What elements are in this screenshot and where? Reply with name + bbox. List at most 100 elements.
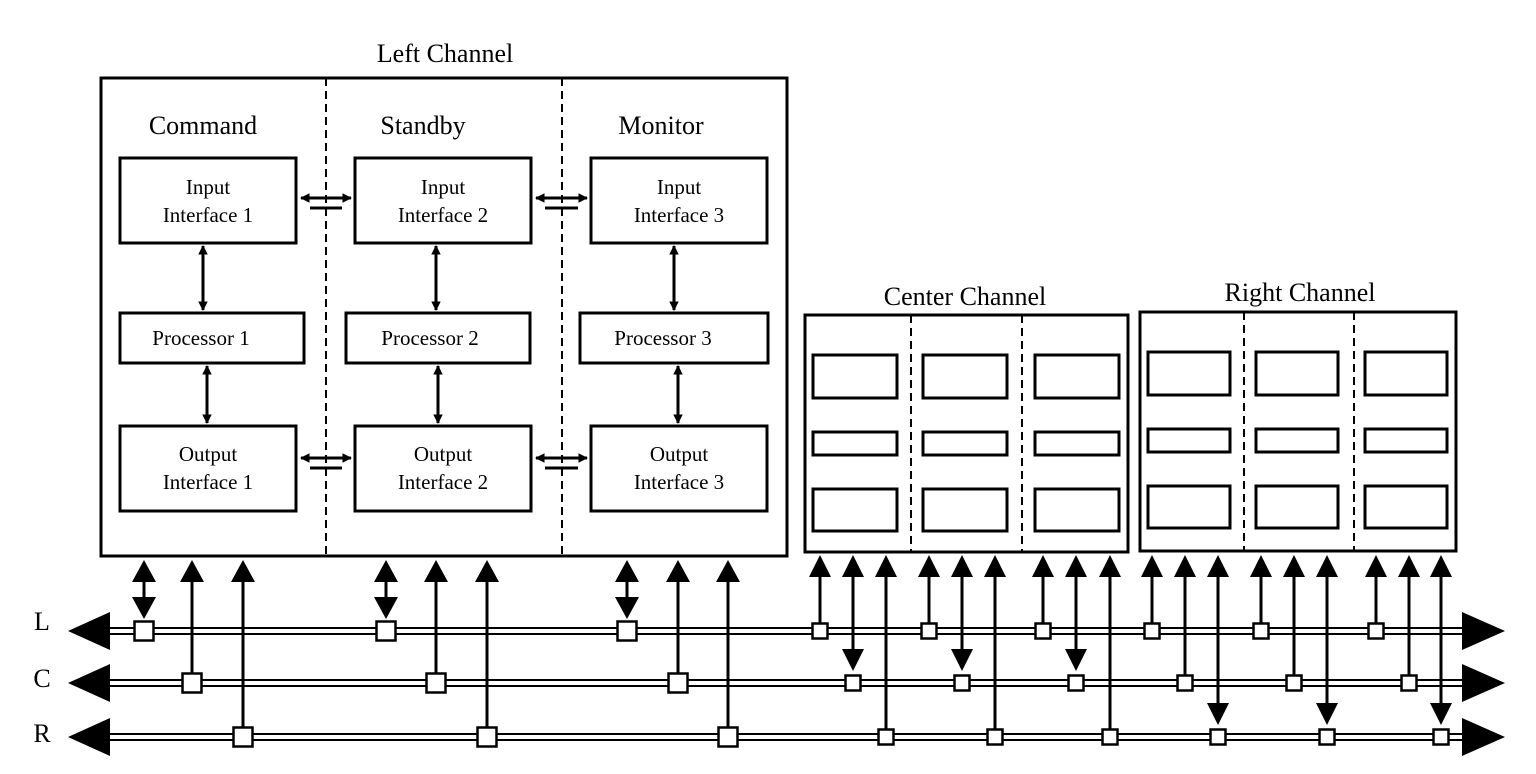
bidirectional-bus-link <box>132 560 156 619</box>
bus-receive-link <box>918 555 940 631</box>
processor-label: Processor 2 <box>381 326 478 350</box>
bus-tap <box>1400 674 1418 692</box>
bus-arrowhead-left <box>68 612 110 650</box>
bus-label-r: R <box>33 719 51 748</box>
bus-arrowhead-left <box>68 718 110 756</box>
processor-box <box>344 311 532 365</box>
bus-tap <box>1209 728 1227 746</box>
bus-tap <box>1067 674 1085 692</box>
processor-box <box>1146 427 1232 454</box>
output-interface-label: Output <box>650 442 709 466</box>
output-interface-box <box>118 424 298 513</box>
cross-lane-link <box>535 453 588 470</box>
bus-receive-link <box>1141 555 1163 631</box>
output-interface-label: Interface 3 <box>634 470 724 494</box>
bus-receive-link <box>809 555 831 631</box>
bus-taps <box>133 620 1450 748</box>
bus-arrowhead-right <box>1462 612 1505 650</box>
cross-lane-link <box>300 453 352 470</box>
input-interface-label: Interface 2 <box>398 203 488 227</box>
input-interface-label: Input <box>421 175 465 199</box>
bus-l <box>68 612 1505 650</box>
bus-tap <box>1176 674 1194 692</box>
output-interface-box <box>589 424 769 513</box>
bus-tap <box>181 672 203 694</box>
column-heading-standby: Standby <box>380 111 465 140</box>
bidirectional-bus-link <box>615 560 639 619</box>
bus-tap <box>667 672 689 694</box>
bus-transmit-link <box>951 555 973 671</box>
bus-transmit-link <box>1430 555 1452 725</box>
processor-box <box>1363 427 1449 454</box>
output-interface-label: Interface 2 <box>398 470 488 494</box>
output-interface-box <box>921 487 1009 533</box>
bus-connections <box>132 555 1452 737</box>
output-interface-label: Interface 1 <box>163 470 253 494</box>
bus-label-c: C <box>33 664 50 693</box>
processor-box <box>118 311 306 365</box>
center-channel-frame <box>803 313 1130 554</box>
bus-tap <box>953 674 971 692</box>
bus-receive-link <box>1365 555 1387 631</box>
output-interface-box <box>1033 487 1121 533</box>
input-interface-box <box>811 353 899 400</box>
bus-tap <box>476 726 498 748</box>
processor-box <box>1254 427 1340 454</box>
bus-tap <box>232 726 254 748</box>
bus-tap <box>1285 674 1303 692</box>
left-channel-frame <box>99 76 789 558</box>
input-interface-box <box>118 156 298 245</box>
bidirectional-bus-link <box>374 560 398 619</box>
bus-receive-link <box>1283 555 1305 683</box>
bus-receive-link <box>1032 555 1054 631</box>
input-interface-box <box>1033 353 1121 400</box>
processor-box <box>1033 430 1121 457</box>
bus-label-l: L <box>34 607 50 636</box>
data-buses <box>68 612 1505 756</box>
column-heading-monitor: Monitor <box>618 111 704 140</box>
center-channel-title: Center Channel <box>884 282 1046 311</box>
bus-tap <box>1432 728 1450 746</box>
processor-box <box>921 430 1009 457</box>
input-interface-label: Input <box>657 175 701 199</box>
bus-tap <box>844 674 862 692</box>
bus-tap <box>1318 728 1336 746</box>
input-interface-box <box>921 353 1009 400</box>
output-interface-box <box>811 487 899 533</box>
bus-receive-link <box>666 560 690 683</box>
bus-tap <box>133 620 155 642</box>
cross-lane-link <box>535 193 588 210</box>
bus-receive-link <box>231 560 255 737</box>
input-interface-label: Interface 3 <box>634 203 724 227</box>
right-channel-frame <box>1138 310 1458 553</box>
column-heading-command: Command <box>149 111 257 140</box>
bus-tap <box>717 726 739 748</box>
bus-tap <box>616 620 638 642</box>
output-interface-box <box>1254 484 1340 530</box>
input-interface-label: Input <box>186 175 230 199</box>
bus-transmit-link <box>1065 555 1087 671</box>
input-interface-box <box>1254 350 1340 397</box>
bus-receive-link <box>1250 555 1272 631</box>
bus-labels: L C R <box>33 607 51 748</box>
bus-transmit-link <box>1207 555 1229 725</box>
input-interface-box <box>1146 350 1232 397</box>
bus-arrowhead-right <box>1462 718 1505 756</box>
bus-receive-link <box>716 560 740 737</box>
input-interface-box <box>1363 350 1449 397</box>
bus-receive-link <box>424 560 448 683</box>
bus-arrowhead-right <box>1462 664 1505 702</box>
right-channel-title: Right Channel <box>1225 278 1376 307</box>
output-interface-box <box>353 424 533 513</box>
output-interface-label: Output <box>414 442 473 466</box>
bus-receive-link <box>1398 555 1420 683</box>
output-interface-box <box>1363 484 1449 530</box>
input-interface-label: Interface 1 <box>163 203 253 227</box>
processor-label: Processor 3 <box>614 326 711 350</box>
right-channel: Right Channel <box>1138 278 1458 553</box>
bus-arrowhead-left <box>68 664 110 702</box>
bus-transmit-link <box>842 555 864 671</box>
bus-tap <box>375 620 397 642</box>
bus-c <box>68 664 1505 702</box>
